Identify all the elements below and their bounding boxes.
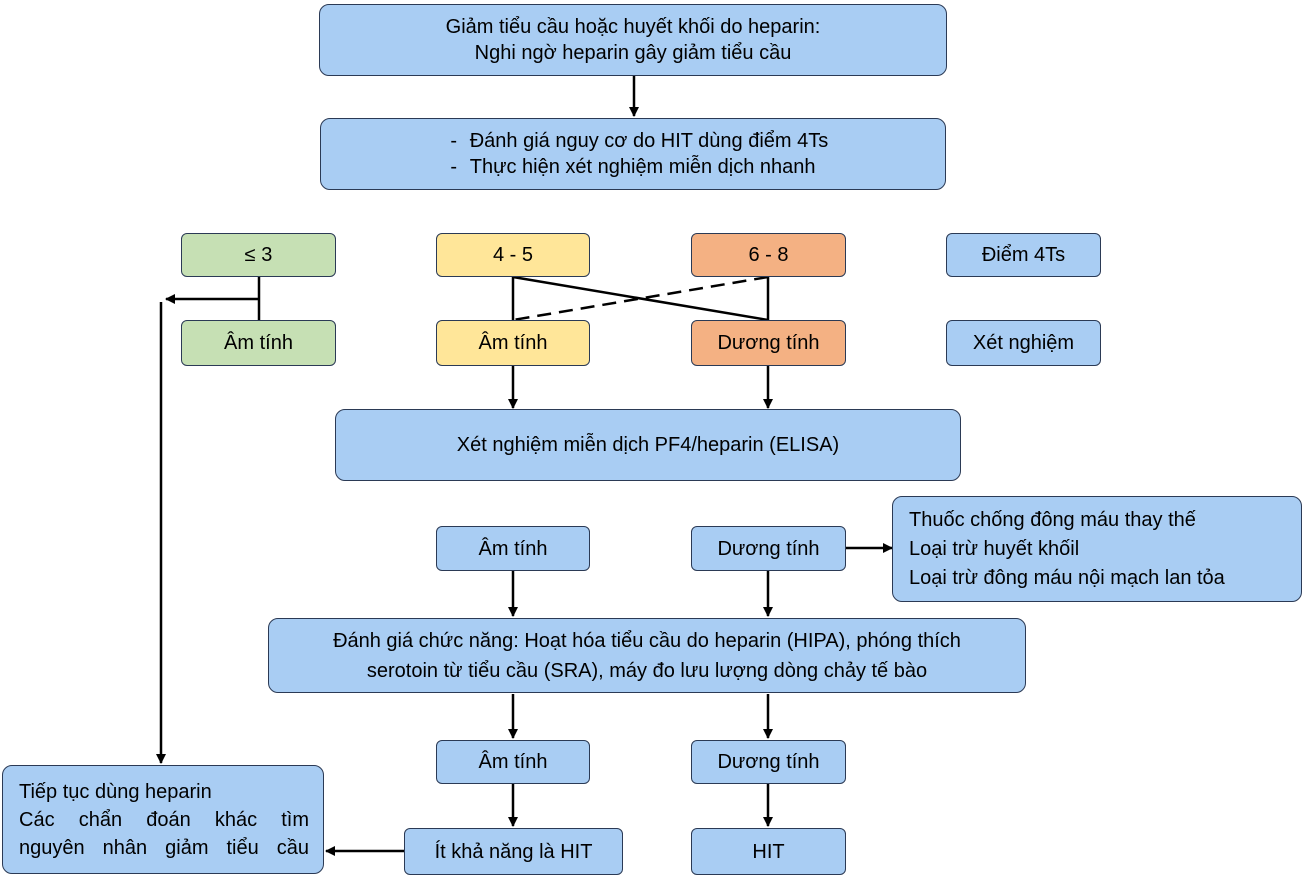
rapid-positive-high-node: Dương tính bbox=[691, 320, 846, 366]
row-label-test: Xét nghiệm bbox=[946, 320, 1101, 366]
management-line-2: Loại trừ huyết khốil bbox=[909, 537, 1080, 560]
continue-heparin-node: Tiếp tục dùng heparin Các chẩn đoán khác… bbox=[2, 765, 324, 874]
line-mid-score-to-positive bbox=[512, 275, 769, 322]
assess-node: -Đánh giá nguy cơ do HIT dùng điểm 4Ts -… bbox=[320, 118, 946, 190]
functional-line-2: serotoin từ tiểu cầu (SRA), máy đo lưu l… bbox=[366, 659, 928, 682]
management-line-1: Thuốc chống đông máu thay thế bbox=[909, 508, 1196, 531]
continue-line-3: nguyên nhân giảm tiểu cầu bbox=[19, 836, 309, 859]
start-node: Giảm tiểu cầu hoặc huyết khối do heparin… bbox=[319, 4, 947, 76]
management-line-3: Loại trừ đông máu nội mạch lan tỏa bbox=[909, 566, 1225, 589]
rapid-negative-mid-node: Âm tính bbox=[436, 320, 590, 366]
elisa-negative-node: Âm tính bbox=[436, 526, 590, 571]
functional-negative-node: Âm tính bbox=[436, 740, 590, 784]
score-low-node: ≤ 3 bbox=[181, 233, 336, 277]
functional-positive-node: Dương tính bbox=[691, 740, 846, 784]
management-node: Thuốc chống đông máu thay thế Loại trừ h… bbox=[892, 496, 1302, 602]
continue-line-1: Tiếp tục dùng heparin bbox=[19, 780, 212, 803]
elisa-positive-node: Dương tính bbox=[691, 526, 846, 571]
unlikely-hit-node: Ít khả năng là HIT bbox=[404, 828, 623, 875]
bullet: - bbox=[450, 156, 458, 178]
hit-node: HIT bbox=[691, 828, 846, 875]
functional-node: Đánh giá chức năng: Hoạt hóa tiểu cầu do… bbox=[268, 618, 1026, 693]
start-line-1: Giảm tiểu cầu hoặc huyết khối do heparin… bbox=[445, 16, 821, 38]
assess-item-1: -Đánh giá nguy cơ do HIT dùng điểm 4Ts bbox=[438, 128, 829, 154]
start-line-2: Nghi ngờ heparin gây giảm tiểu cầu bbox=[474, 42, 792, 64]
bullet: - bbox=[450, 130, 458, 152]
row-label-score: Điểm 4Ts bbox=[946, 233, 1101, 277]
elisa-node: Xét nghiệm miễn dịch PF4/heparin (ELISA) bbox=[335, 409, 961, 481]
assess-item-1-text: Đánh giá nguy cơ do HIT dùng điểm 4Ts bbox=[469, 130, 829, 152]
score-mid-node: 4 - 5 bbox=[436, 233, 590, 277]
continue-line-2: Các chẩn đoán khác tìm bbox=[19, 808, 309, 831]
functional-line-1: Đánh giá chức năng: Hoạt hóa tiểu cầu do… bbox=[333, 629, 961, 652]
rapid-negative-low-node: Âm tính bbox=[181, 320, 336, 366]
assess-item-2: -Thực hiện xét nghiệm miễn dịch nhanh bbox=[438, 154, 816, 180]
assess-item-2-text: Thực hiện xét nghiệm miễn dịch nhanh bbox=[469, 156, 816, 178]
score-high-node: 6 - 8 bbox=[691, 233, 846, 277]
